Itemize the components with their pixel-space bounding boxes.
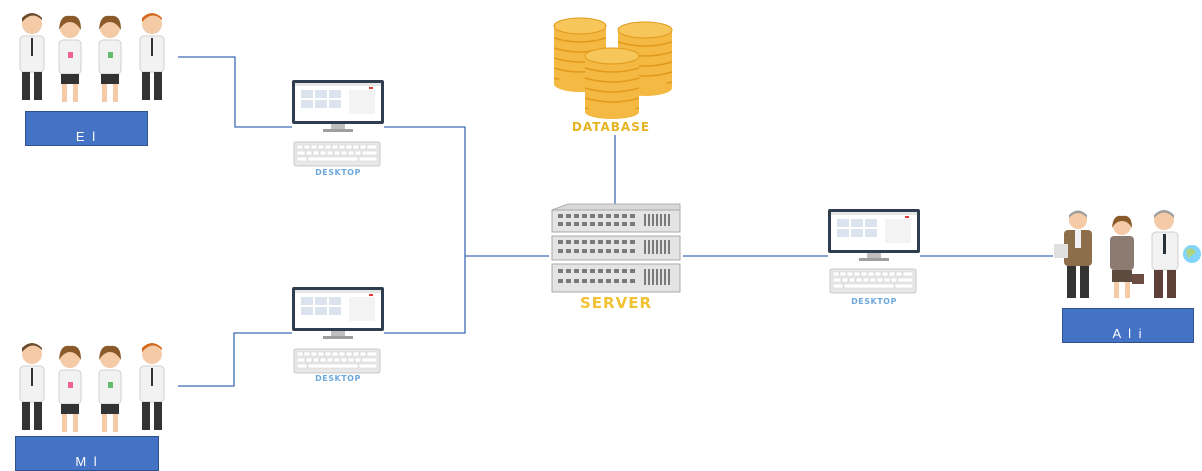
group-bottom-left-label: M l bbox=[15, 436, 159, 471]
desktop-top-caption: DESKTOP bbox=[315, 168, 361, 177]
server-caption: SERVER bbox=[579, 294, 652, 312]
desktop-icon bbox=[292, 287, 384, 374]
people-group-icon bbox=[19, 13, 165, 102]
server: SERVER bbox=[548, 203, 684, 312]
group-right-label: A l i bbox=[1062, 308, 1194, 343]
desktop-bottom-caption: DESKTOP bbox=[315, 374, 361, 383]
people-group-icon bbox=[1054, 210, 1201, 298]
database-coins-icon bbox=[553, 17, 673, 119]
group-top-left-label: E l bbox=[25, 111, 148, 146]
database: DATABASE bbox=[545, 12, 685, 137]
link-desktop-bottom-to-server bbox=[384, 256, 466, 334]
desktop-icon bbox=[828, 209, 920, 294]
group-bottom-left bbox=[10, 338, 180, 438]
desktop-top: DESKTOP bbox=[291, 80, 385, 180]
desktop-bottom: DESKTOP bbox=[291, 287, 385, 387]
link-desktop-top-to-server bbox=[384, 126, 466, 256]
link-group-top-to-desktop-top bbox=[178, 56, 292, 128]
group-right bbox=[1050, 208, 1202, 303]
desktop-right-caption: DESKTOP bbox=[851, 297, 897, 306]
link-group-bottom-to-desktop-bottom bbox=[178, 332, 292, 387]
database-caption: DATABASE bbox=[571, 120, 651, 134]
server-rack-icon bbox=[551, 203, 681, 293]
desktop-right: DESKTOP bbox=[827, 209, 921, 309]
desktop-icon bbox=[292, 80, 384, 167]
people-group-icon bbox=[19, 343, 165, 432]
group-top-left bbox=[10, 8, 180, 148]
